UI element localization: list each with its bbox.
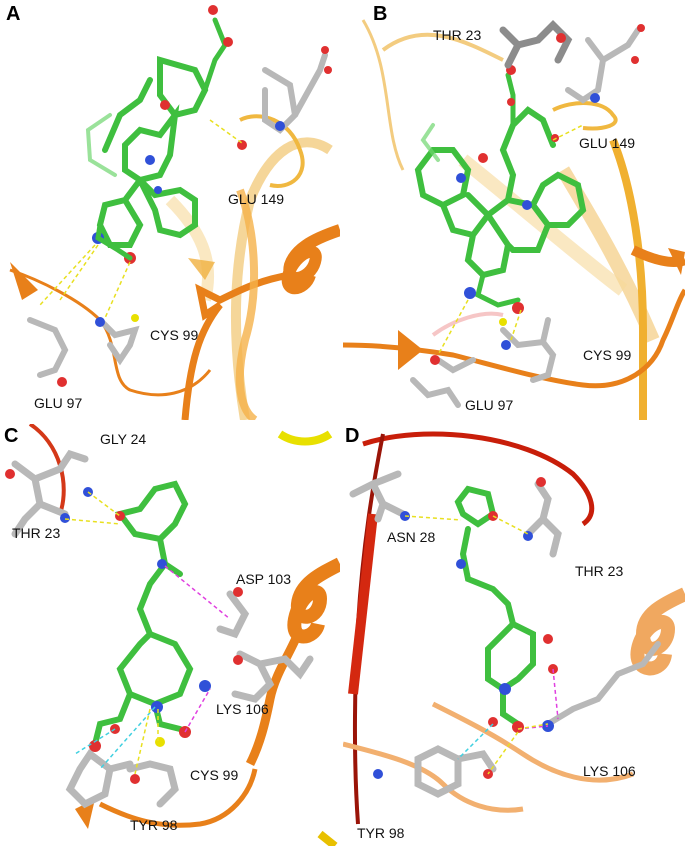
residue-label-thr23: THR 23 <box>575 563 624 579</box>
ribbon-strand-pink <box>431 311 504 337</box>
residue-label-lys106: LYS 106 <box>216 701 269 717</box>
panel-b: B THR 23 GLU 149 CYS 99 GLU 97 <box>343 0 685 420</box>
ligand <box>89 480 194 752</box>
panel-c-structure <box>5 424 340 846</box>
residue-label-tyr98: TYR 98 <box>357 825 405 841</box>
ribbon-loop-orange <box>98 768 258 828</box>
panel-label: D <box>345 425 360 447</box>
protein-residues <box>410 20 645 408</box>
ribbon-helix-orange <box>287 557 340 644</box>
ribbon-arrow-orange <box>75 799 95 829</box>
residue-label-gly24: GLY 24 <box>100 431 147 447</box>
residue-label-glu149: GLU 149 <box>579 135 636 151</box>
panel-a: A GLU 149 CYS 99 GLU 97 <box>0 0 340 420</box>
residue-label-thr23: THR 23 <box>12 525 61 541</box>
residue-label-glu97: GLU 97 <box>34 395 83 411</box>
ribbon-loop <box>552 101 618 131</box>
ribbon-strand-gold <box>609 138 647 420</box>
panel-b-structure <box>343 19 685 420</box>
residue-label-asp103: ASP 103 <box>236 571 292 587</box>
ribbon-helix-orange <box>281 224 340 295</box>
ribbon-light <box>381 32 504 62</box>
hydrogen-bonds <box>437 124 584 356</box>
ribbon-loop-light <box>431 701 634 783</box>
ribbon-yellow <box>277 430 333 446</box>
residue-label-asn28: ASN 28 <box>387 529 436 545</box>
ligand <box>414 65 587 314</box>
panel-label: A <box>6 3 21 25</box>
ribbon-helix-orange <box>245 627 305 767</box>
ribbon-strand-light <box>165 195 215 302</box>
ribbon-loop-light <box>239 114 305 188</box>
ribbon-red-strand <box>348 513 378 695</box>
residue-label-cys99: CYS 99 <box>150 327 199 343</box>
ribbon-light <box>361 19 405 171</box>
residue-label-glu97: GLU 97 <box>465 397 514 413</box>
residue-label-tyr98: TYR 98 <box>130 817 178 833</box>
panel-d-structure <box>343 431 685 825</box>
protein-residues <box>5 449 314 809</box>
hydrogen-bonds <box>39 119 243 319</box>
interaction-lines <box>404 515 559 775</box>
panel-c: C GLY 24 THR 23 ASP 103 LYS 106 CYS 99 T… <box>0 424 340 846</box>
residue-label-glu149: GLU 149 <box>228 191 285 207</box>
ribbon-arrow-orange <box>10 262 38 300</box>
panel-divider-horizontal <box>0 420 685 424</box>
ligand <box>85 5 233 264</box>
residue-label-lys106: LYS 106 <box>583 763 636 779</box>
ribbon-arrow-pale <box>188 258 215 280</box>
ribbon-loop-light <box>343 741 524 813</box>
ribbon-strand-pale <box>235 188 259 420</box>
ligand <box>454 485 558 733</box>
ribbon-arrow-orange <box>398 330 423 370</box>
panel-d: D ASN 28 THR 23 LYS 106 TYR 98 <box>343 424 685 846</box>
protein-residues <box>349 470 661 798</box>
panel-label: B <box>373 3 388 25</box>
residue-label-cys99: CYS 99 <box>190 767 239 783</box>
ribbon-yellow-bottom <box>317 830 338 846</box>
ribbon-red <box>362 431 595 527</box>
residue-label-thr23: THR 23 <box>433 27 482 43</box>
protein-residues <box>27 46 332 387</box>
ribbon-arrow-orange <box>668 248 685 275</box>
panel-a-structure <box>9 5 340 420</box>
residue-label-cys99: CYS 99 <box>583 347 632 363</box>
panel-label: C <box>4 425 19 447</box>
interaction-lines <box>64 491 231 775</box>
